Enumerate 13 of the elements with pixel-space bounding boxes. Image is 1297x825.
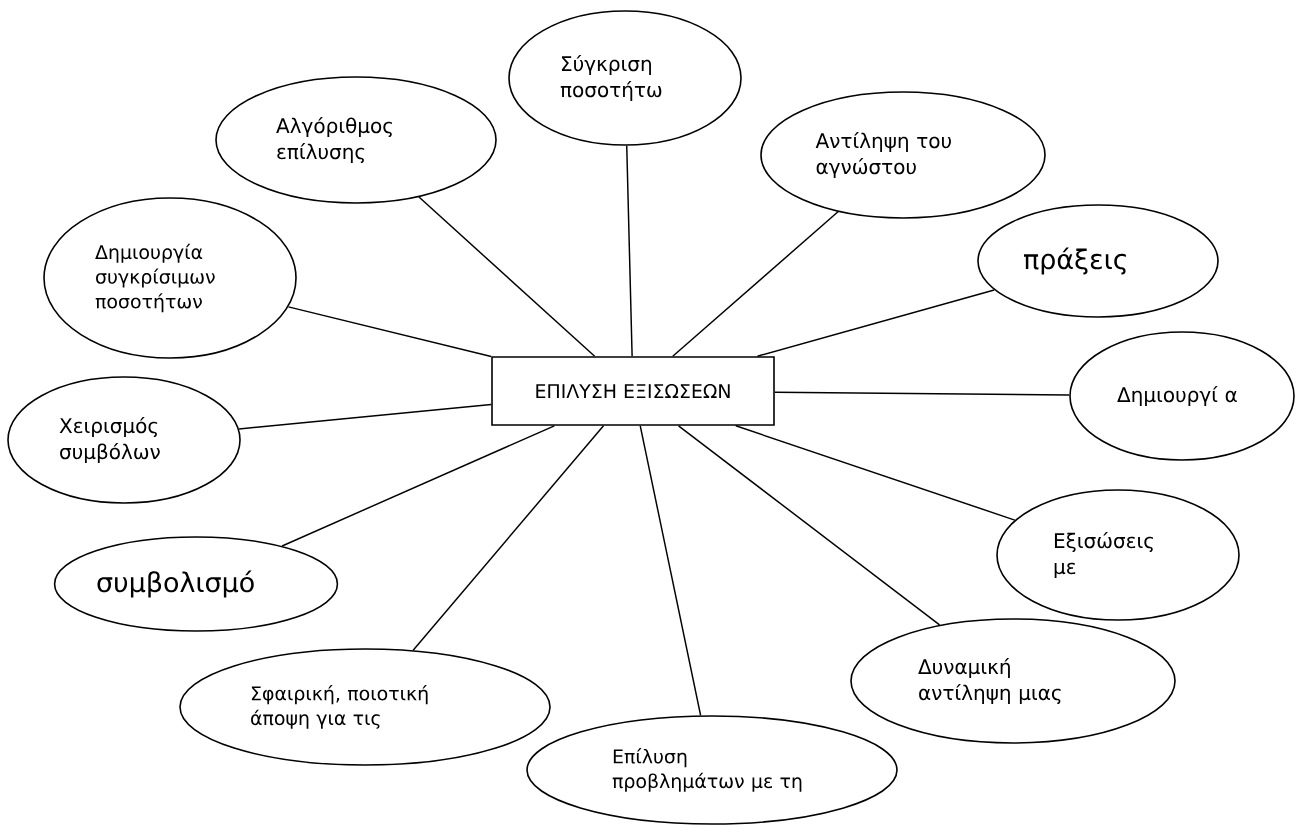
connector-line: [756, 289, 995, 357]
connector-line: [412, 425, 605, 651]
connector-line: [735, 425, 1016, 521]
process-box: ΕΠΙΛΥΣΗ ΕΞΙΣΩΣΕΩΝ: [491, 356, 775, 426]
connector-line: [639, 425, 702, 717]
connector-line: [287, 306, 492, 358]
connector-line: [774, 391, 1070, 396]
connector-line: [677, 425, 941, 626]
connector-line: [281, 425, 556, 547]
connector-line: [418, 196, 596, 357]
connector-line: [238, 403, 492, 430]
connector-line: [626, 145, 633, 357]
connector-line: [672, 211, 839, 357]
